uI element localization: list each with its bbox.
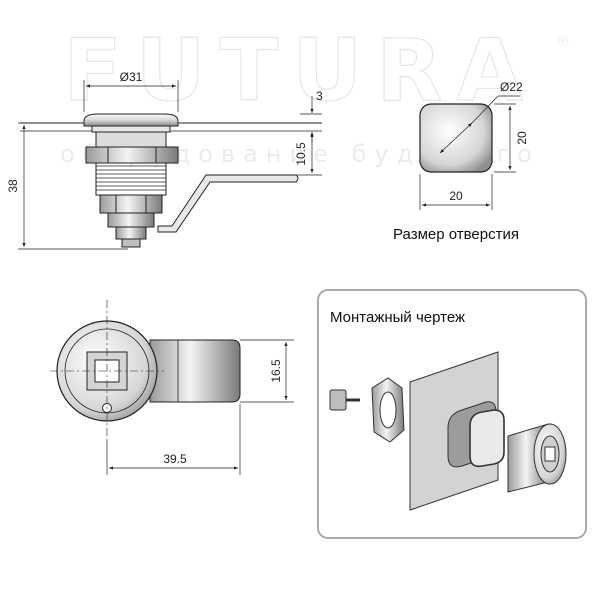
- dim-height-upper: 10.5: [294, 142, 308, 166]
- dim-cap-thickness: 3: [316, 89, 323, 103]
- assembly-title: Монтажный чертеж: [330, 309, 465, 326]
- hole-caption: Размер отверстия: [393, 226, 519, 243]
- dim-length: 39.5: [163, 452, 187, 466]
- hole-cutout-drawing: [419, 95, 520, 210]
- dim-hole-height: 20: [515, 131, 529, 145]
- dim-height-total: 38: [6, 179, 20, 193]
- watermark-brand-mark: ®: [556, 34, 570, 50]
- assembly-exploded-drawing: [329, 351, 567, 511]
- dim-width-diameter: Ø31: [120, 70, 143, 84]
- dim-hole-diameter: Ø22: [500, 80, 523, 94]
- dim-cam-height: 16.5: [269, 359, 283, 383]
- side-view-drawing: [18, 80, 322, 250]
- front-view-drawing: [50, 300, 294, 475]
- dim-hole-width: 20: [449, 189, 463, 203]
